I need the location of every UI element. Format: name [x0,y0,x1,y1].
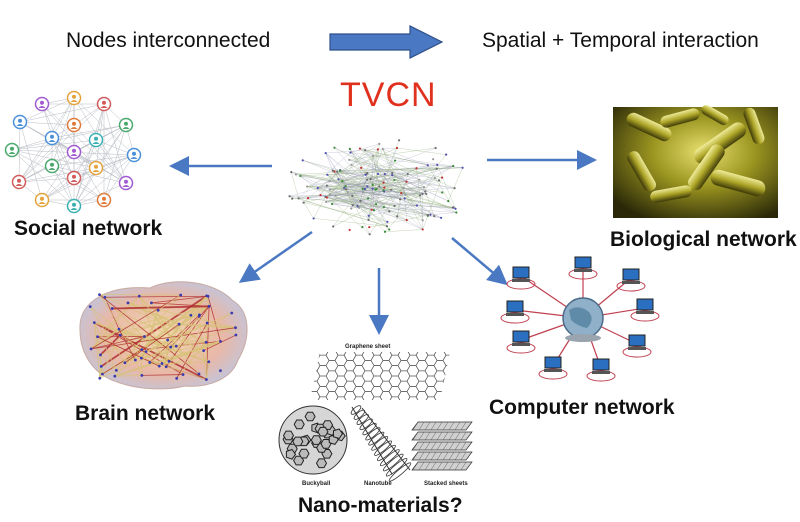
header-left-text: Nodes interconnected [66,29,271,52]
arrow-to-computer [451,237,508,286]
label-biological-network: Biological network [610,228,797,251]
label-stacked-sheets: Stacked sheets [424,481,468,487]
computer-network-graphic [500,256,660,382]
label-social-network: Social network [14,217,163,240]
label-brain-network: Brain network [75,402,216,425]
header-right-text: Spatial + Temporal interaction [482,29,759,52]
center-title: TVCN [340,76,437,114]
social-network-graphic [4,90,142,214]
label-nanotube: Nanotube [364,481,392,487]
tvcn-network-graphic [288,139,464,236]
label-computer-network: Computer network [489,396,675,419]
label-graphene-sheet: Graphene sheet [345,344,391,350]
arrow-to-brain [238,230,313,283]
nanotube-graphic [350,405,412,482]
label-nano-materials: Nano-materials? [298,494,463,517]
brain-network-graphic [79,281,248,390]
biological-network-image [613,105,778,218]
buckyball-graphic [278,405,348,475]
graphene-sheet-graphic [310,352,450,400]
stacked-sheets-graphic [411,421,473,471]
header-arrow [329,25,444,59]
label-buckyball: Buckyball [302,481,331,487]
